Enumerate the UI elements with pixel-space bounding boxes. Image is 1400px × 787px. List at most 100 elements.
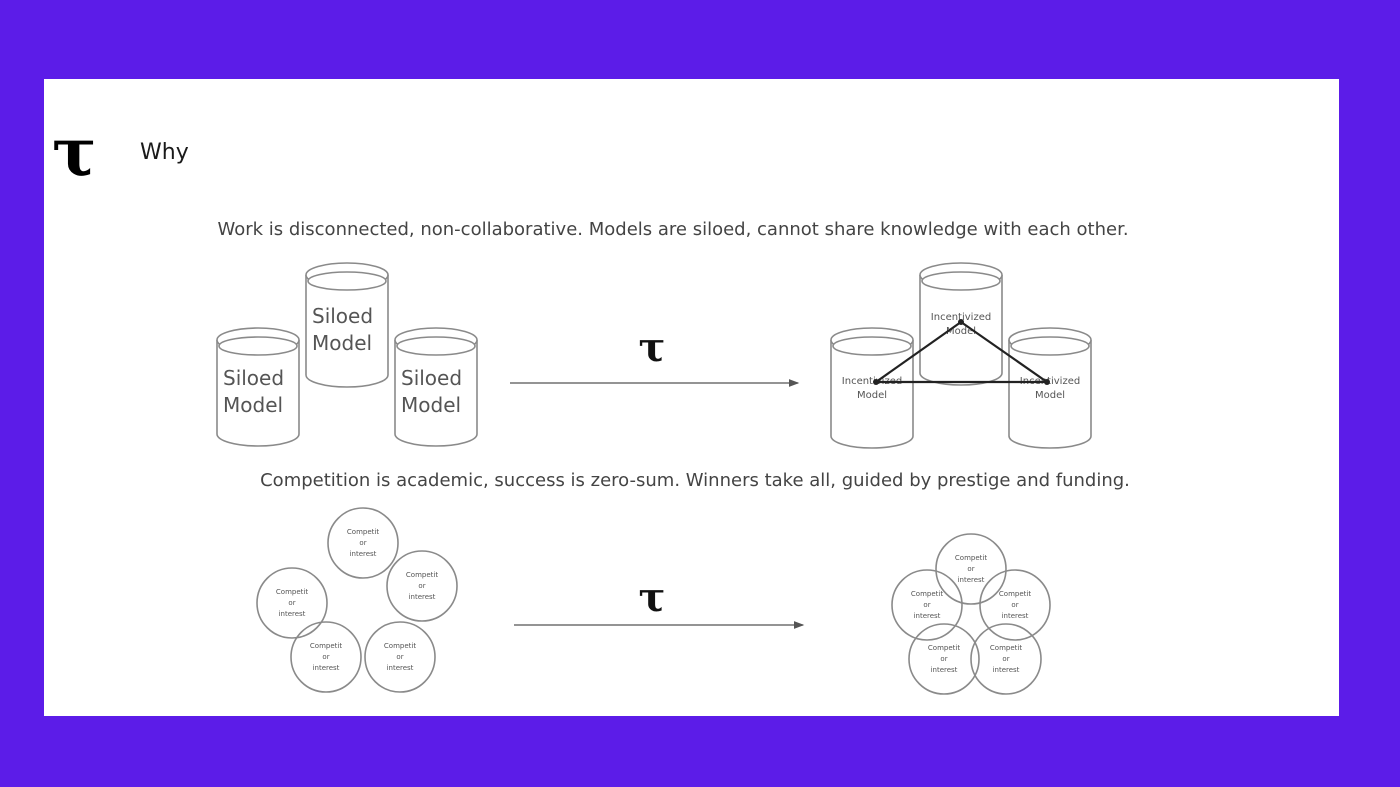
circle-label-line1: Competit xyxy=(990,644,1022,652)
circle-label-line3: interest xyxy=(1002,612,1029,620)
circle-outline xyxy=(256,567,328,639)
cylinder-rim xyxy=(218,336,298,356)
cylinder-rim xyxy=(396,336,476,356)
cylinder-label-line2: Model xyxy=(223,393,283,417)
row1-caption: Work is disconnected, non-collaborative.… xyxy=(217,219,1128,240)
cylinder-label-line1: Incentivized xyxy=(1020,376,1080,387)
row2-arrow-tau: τ xyxy=(639,574,666,621)
cylinder-label-line2: Model xyxy=(312,331,372,355)
cylinder-rim xyxy=(307,271,387,291)
competitor-circle-left: Competit or interest xyxy=(891,569,963,641)
circle-label-line3: interest xyxy=(409,593,436,601)
cylinder-body xyxy=(216,340,300,447)
circle-label-line3: interest xyxy=(387,664,414,672)
slide-diagram: τ Why Work is disconnected, non-collabor… xyxy=(52,113,1130,695)
competitor-circle-bottom-right: Competit or interest xyxy=(970,623,1042,695)
cylinder-label-line1: Siloed xyxy=(401,366,462,390)
circle-label-line1: Competit xyxy=(955,554,987,562)
circle-outline xyxy=(970,623,1042,695)
circle-label-line2: or xyxy=(418,582,425,590)
circle-label-line2: or xyxy=(1011,601,1018,609)
circle-outline xyxy=(386,550,458,622)
circle-label-line1: Competit xyxy=(310,642,342,650)
competitor-circle-bottom-left: Competit or interest xyxy=(908,623,980,695)
cylinder-body xyxy=(305,275,389,388)
cylinder-label-line1: Siloed xyxy=(223,366,284,390)
competitor-circle-left: Competit or interest xyxy=(256,567,328,639)
cylinder-label-line1: Incentivized xyxy=(842,376,902,387)
row2-caption: Competition is academic, success is zero… xyxy=(260,470,1130,491)
overlapping-competitors-group: CompetitorinterestCompetitorinterestComp… xyxy=(891,533,1051,695)
circle-label-line2: or xyxy=(1002,655,1009,663)
separate-competitors-group: CompetitorinterestCompetitorinterestComp… xyxy=(256,507,458,693)
row2-transform-arrow: τ xyxy=(514,574,805,629)
incentivized-models-group: IncentivizedModelIncentivizedModelIncent… xyxy=(830,262,1092,449)
model-connections xyxy=(873,319,1050,385)
circle-outline xyxy=(908,623,980,695)
cylinder-rim xyxy=(832,336,912,356)
circle-outline xyxy=(935,533,1007,605)
connection-top-right xyxy=(960,321,1048,383)
competitor-circle-right: Competit or interest xyxy=(979,569,1051,641)
cylinder-label-line2: Model xyxy=(857,390,887,401)
circle-label-line2: or xyxy=(967,565,974,573)
connection-node-right xyxy=(1044,379,1050,385)
row1-transform-arrow: τ xyxy=(510,324,800,387)
cylinder-body xyxy=(830,340,914,449)
cylinder-rim xyxy=(1010,336,1090,356)
circle-label-line3: interest xyxy=(350,550,377,558)
row1-arrow-tau: τ xyxy=(639,324,666,371)
circle-outline xyxy=(891,569,963,641)
circle-label-line2: or xyxy=(940,655,947,663)
circle-label-line1: Competit xyxy=(406,571,438,579)
circle-label-line1: Competit xyxy=(928,644,960,652)
page-title: Why xyxy=(140,140,189,165)
circle-label-line2: or xyxy=(288,599,295,607)
competitor-circle-bottom-left: Competit or interest xyxy=(290,621,362,693)
cylinder-body xyxy=(919,275,1003,386)
cylinder-body xyxy=(1008,340,1092,449)
competitor-circle-top: Competit or interest xyxy=(327,507,399,579)
circle-label-line3: interest xyxy=(931,666,958,674)
cylinder-label-line1: Siloed xyxy=(312,304,373,328)
cylinder-label-line2: Model xyxy=(401,393,461,417)
circle-label-line3: interest xyxy=(958,576,985,584)
cylinder-label-line2: Model xyxy=(946,326,976,337)
circle-label-line3: interest xyxy=(914,612,941,620)
circle-outline xyxy=(364,621,436,693)
cylinder-rim xyxy=(921,271,1001,291)
connection-top-left xyxy=(875,321,962,383)
competitor-circle-top: Competit or interest xyxy=(935,533,1007,605)
cylinder-label-line2: Model xyxy=(1035,390,1065,401)
circle-label-line2: or xyxy=(359,539,366,547)
circle-label-line1: Competit xyxy=(347,528,379,536)
connection-node-left xyxy=(873,379,879,385)
competitor-circle-bottom-right: Competit or interest xyxy=(364,621,436,693)
circle-label-line3: interest xyxy=(279,610,306,618)
circle-label-line1: Competit xyxy=(911,590,943,598)
circle-label-line1: Competit xyxy=(276,588,308,596)
cylinder-label-line1: Incentivized xyxy=(931,312,991,323)
circle-label-line1: Competit xyxy=(384,642,416,650)
circle-outline xyxy=(327,507,399,579)
circle-label-line2: or xyxy=(322,653,329,661)
slide: τ Why Work is disconnected, non-collabor… xyxy=(44,79,1339,716)
competitor-circle-right: Competit or interest xyxy=(386,550,458,622)
circle-label-line2: or xyxy=(396,653,403,661)
circle-label-line3: interest xyxy=(313,664,340,672)
circle-outline xyxy=(979,569,1051,641)
circle-outline xyxy=(290,621,362,693)
circle-label-line2: or xyxy=(923,601,930,609)
cylinder-body xyxy=(394,340,478,447)
tau-logo: τ xyxy=(52,113,96,191)
connection-node-top xyxy=(958,319,964,325)
circle-label-line1: Competit xyxy=(999,590,1031,598)
circle-label-line3: interest xyxy=(993,666,1020,674)
